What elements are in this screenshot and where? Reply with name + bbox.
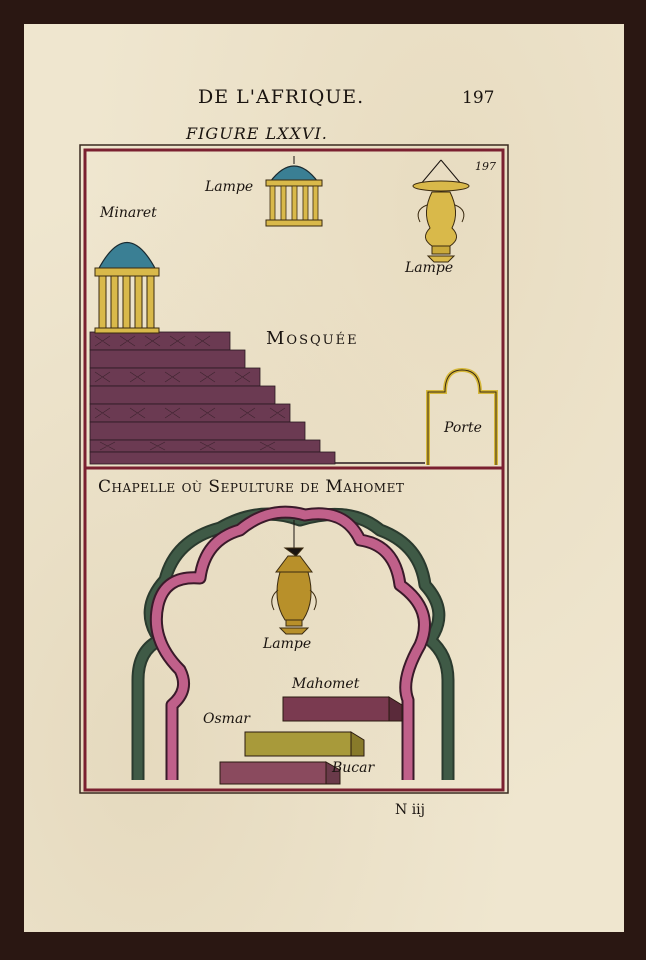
door-drawing: [426, 367, 498, 465]
tomb-mahomet: [282, 696, 390, 722]
label-porte: Porte: [444, 420, 482, 436]
lamp-urn-drawing: [412, 159, 470, 263]
figure-label: FIGURE LXXVI.: [186, 124, 328, 143]
label-mahomet: Mahomet: [292, 676, 360, 692]
label-minaret: Minaret: [100, 205, 157, 221]
chapel-arches: [131, 505, 455, 780]
page-number: 197: [462, 88, 495, 108]
tomb-bucar: [219, 761, 327, 785]
chapel-lamp-drawing: [271, 520, 317, 635]
mosque-steps: [89, 331, 336, 465]
signature-mark: N iij: [395, 802, 425, 818]
plate-number: 197: [475, 160, 496, 173]
tombs: [219, 696, 403, 785]
label-mosque: Mosquée: [266, 328, 359, 349]
minaret-drawing: [94, 242, 160, 334]
label-bucar: Bucar: [332, 760, 375, 776]
label-lampe-top: Lampe: [205, 179, 254, 195]
lamp-gazebo-drawing: [265, 156, 323, 227]
door-outline: [427, 369, 497, 465]
label-osmar: Osmar: [203, 711, 250, 727]
plate-outer-border: [79, 144, 509, 794]
label-lampe-chapel: Lampe: [263, 636, 312, 652]
steps-hatching: [94, 335, 286, 451]
label-lampe-right: Lampe: [405, 260, 454, 276]
page-header-title: DE L'AFRIQUE.: [198, 86, 365, 108]
page-sheet: [24, 24, 624, 932]
chapel-title: Chapelle où Sepulture de Mahomet: [98, 477, 405, 497]
plate-frame: [83, 148, 505, 792]
tomb-osmar: [244, 731, 352, 757]
